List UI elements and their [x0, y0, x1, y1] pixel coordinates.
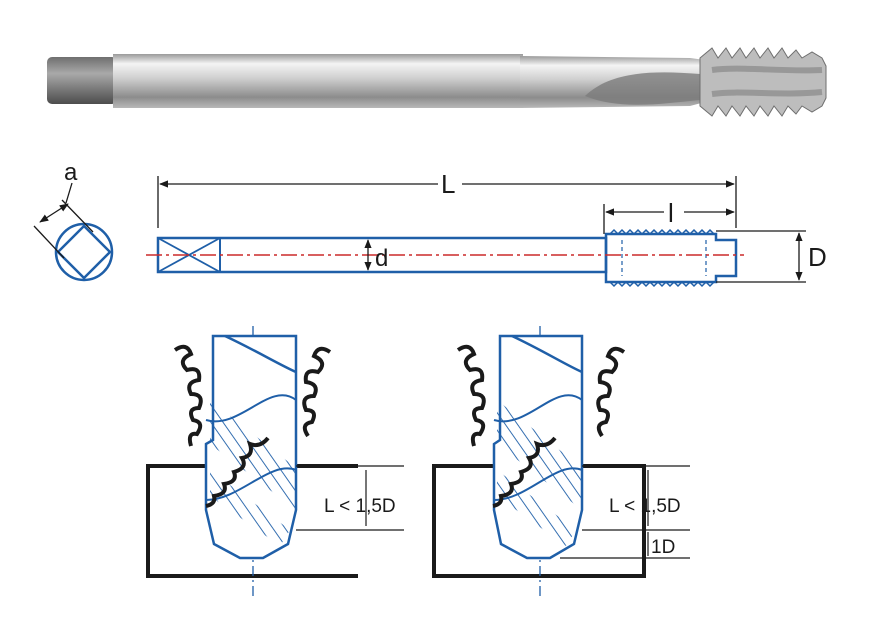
tap-shank: [113, 54, 523, 108]
application-left: L < 1,5D: [146, 326, 404, 600]
tap-flute: [585, 72, 700, 105]
chip-right-a: [456, 344, 486, 447]
depth-label-right: L < 1,5D: [609, 496, 681, 517]
tap-side-drawing: L l d D: [146, 169, 827, 288]
chip-right-b: [596, 346, 626, 438]
dimension-label-d: d: [375, 245, 388, 272]
dimension-label-L: L: [441, 169, 455, 199]
chip-left-inner: [205, 436, 270, 508]
tap-photo: [47, 47, 827, 117]
dimension-label-D: D: [808, 242, 827, 272]
tap-threads: [699, 47, 827, 117]
drawing-thread-section: [604, 232, 738, 284]
one-d-label: 1D: [651, 537, 675, 558]
square-drive-outline: [56, 224, 112, 280]
dimension-label-a: a: [64, 159, 78, 186]
chip-right-inner: [492, 436, 557, 508]
chip-left-a: [173, 344, 203, 447]
dimension-label-l: l: [668, 198, 674, 228]
depth-label-left: L < 1,5D: [324, 496, 396, 517]
chip-left-b: [302, 346, 332, 438]
tap-square-drive: [47, 57, 117, 104]
application-right: L < 1,5D 1D: [432, 326, 690, 600]
square-section-view: a: [33, 159, 114, 282]
shank-circle: [54, 222, 114, 282]
